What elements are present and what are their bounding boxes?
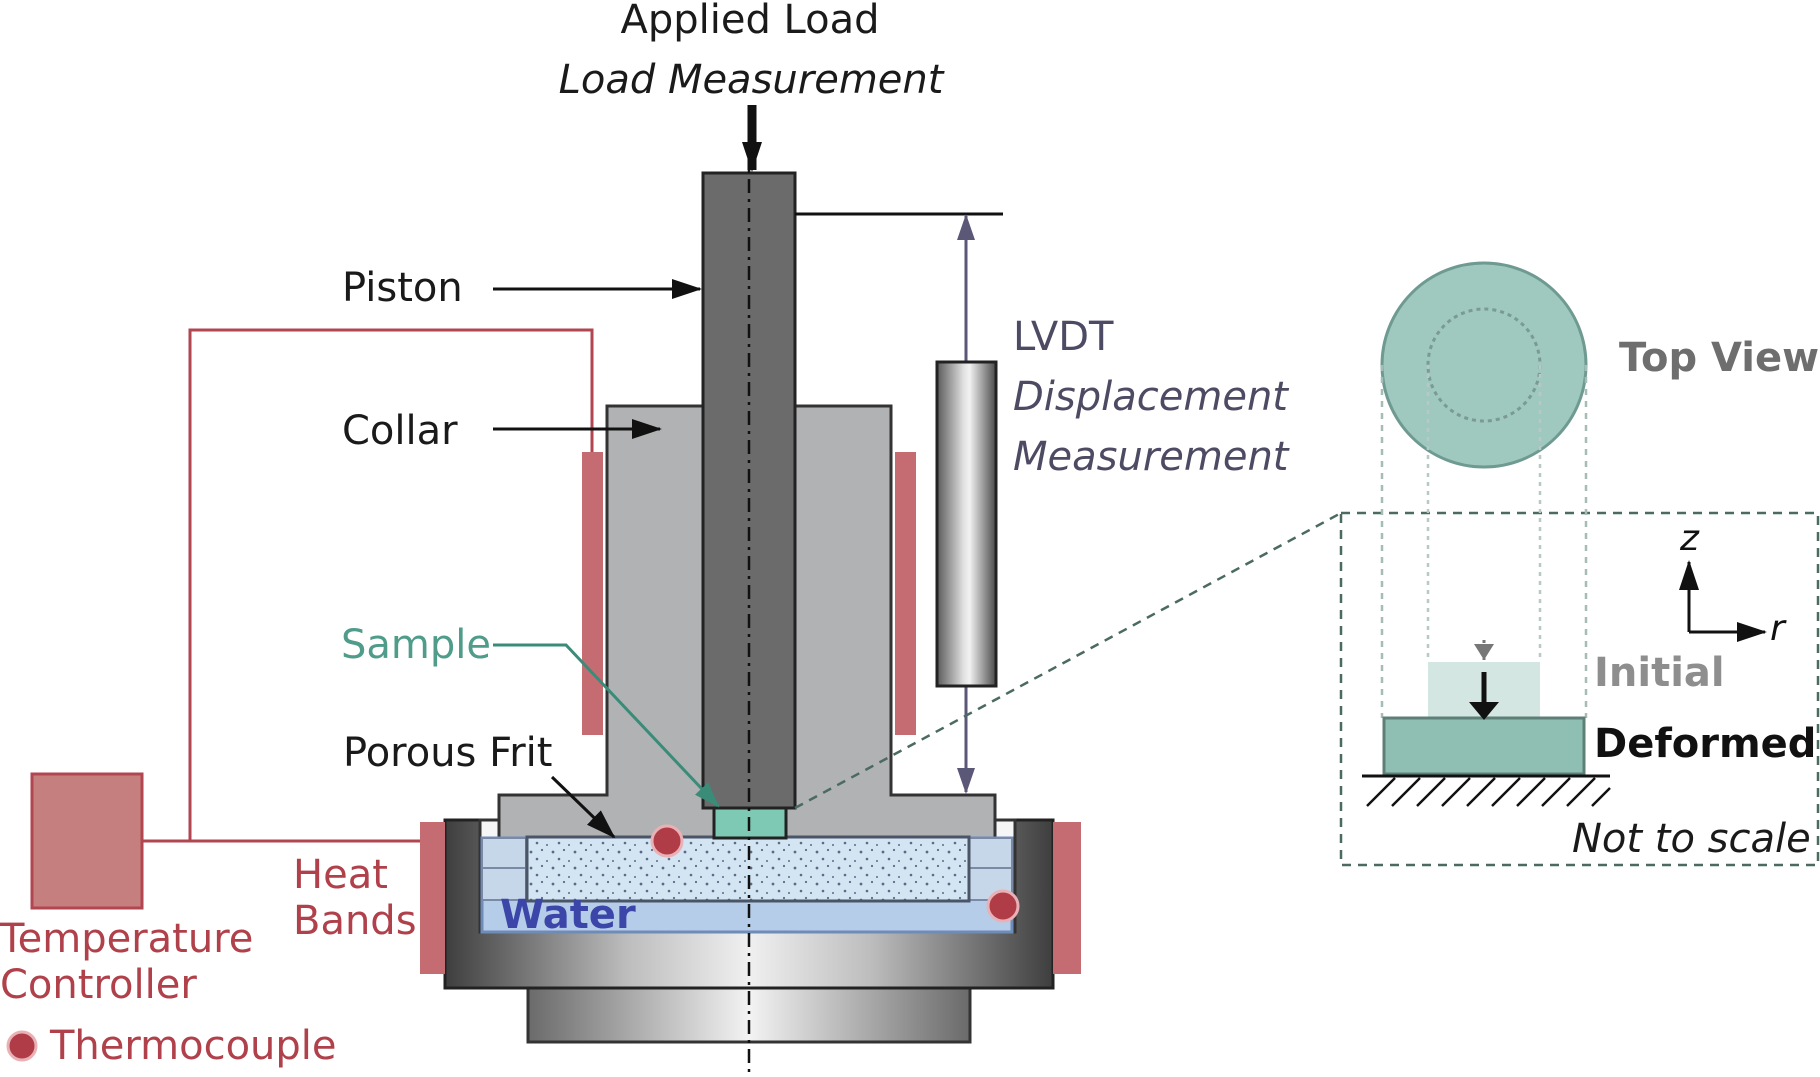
heat-band-collar-left [582, 452, 603, 735]
r-axis-label: r [1770, 608, 1787, 649]
thermocouple-water [986, 889, 1020, 923]
applied-load-label: Applied Load [620, 0, 879, 43]
frit-leader [550, 775, 616, 839]
water-label: Water [500, 892, 636, 938]
thermocouple-frit [650, 824, 684, 858]
initial-label: Initial [1594, 650, 1725, 696]
lvdt-label: LVDT [1013, 314, 1114, 360]
piston-label: Piston [342, 265, 463, 311]
displacement-label: Displacement [1013, 374, 1289, 420]
top-view-label: Top View [1619, 335, 1819, 381]
deformed-sample [1382, 716, 1586, 776]
measurement-label: Measurement [1013, 434, 1290, 480]
controller-label: Controller [0, 962, 197, 1008]
initial-arrow-head [1474, 644, 1494, 660]
ground-hatch [1366, 777, 1611, 807]
collar-label: Collar [342, 408, 458, 454]
sample-leader [493, 643, 720, 808]
heat-band-base-right [1053, 822, 1081, 974]
temperature-controller [30, 772, 144, 910]
temperature-label: Temperature [0, 916, 253, 962]
heat-band-collar-right [895, 452, 916, 735]
top-view-circle [1380, 261, 1588, 469]
lvdt-body [935, 360, 998, 688]
inset-frame [1339, 511, 1820, 867]
thermocouple-label: Thermocouple [49, 1023, 337, 1069]
sample-label: Sample [341, 622, 491, 668]
deform-arrow-head [1469, 702, 1499, 720]
inset-connector [794, 511, 1342, 810]
thermocouple-legend-icon [6, 1030, 38, 1062]
heat-label: Heat [293, 852, 388, 898]
bands-label: Bands [293, 898, 417, 944]
not-to-scale-label: Not to scale [1572, 816, 1811, 862]
z-axis-label: z [1679, 518, 1700, 559]
load-measurement-label: Load Measurement [559, 57, 945, 103]
deformed-label: Deformed [1594, 721, 1816, 767]
porous-frit-label: Porous Frit [343, 730, 552, 776]
heat-band-base-left [420, 822, 445, 974]
